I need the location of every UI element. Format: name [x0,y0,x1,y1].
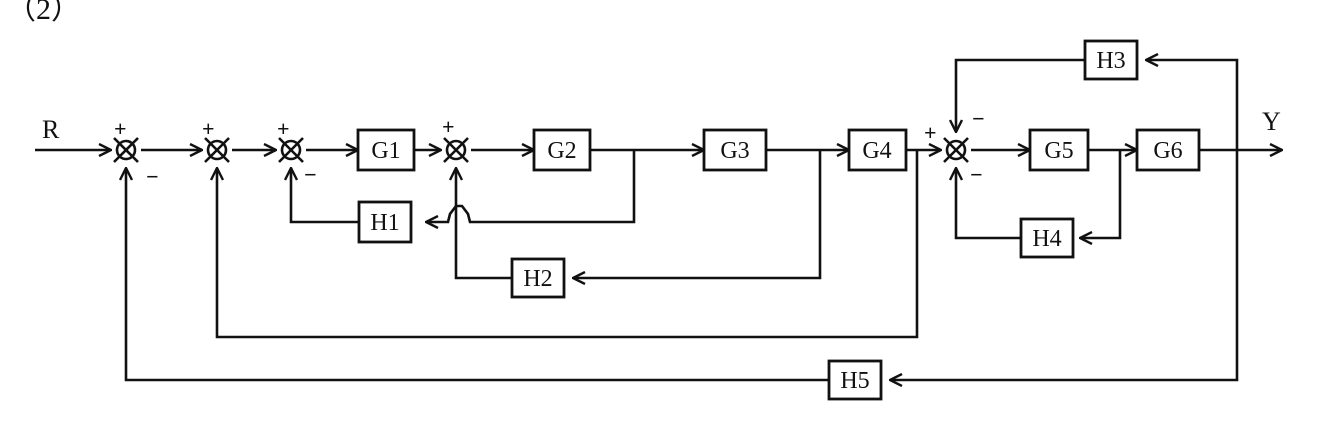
block-g6-label: G6 [1153,138,1182,164]
wire-h4-feedback-out [956,168,1021,240]
block-g3-label: G3 [720,138,749,164]
input-signal-label: R [42,115,60,144]
wire-h3-feedback-in [1146,60,1239,150]
summing-junction-5 [943,137,969,163]
wire-h5-feedback-in [890,150,1239,380]
summing-junction-1 [113,137,139,163]
wire-h2-feedback-in [573,150,822,278]
wire-h1-feedback-in [426,150,636,222]
sign-s3-input: + [277,116,290,141]
block-g6: G6 [1135,128,1201,172]
block-h1-label: H1 [370,210,399,236]
sign-s5-input: + [924,120,937,145]
output-signal-label: Y [1262,107,1281,136]
summing-junction-3 [278,137,304,163]
block-g3: G3 [702,128,768,172]
wire-g4-feedback [217,150,919,339]
block-g5: G5 [1028,128,1090,172]
block-g2: G2 [532,128,592,172]
block-h3-label: H3 [1096,48,1125,74]
block-h5-label: H5 [840,368,869,394]
sign-s5-top: − [972,106,985,131]
wire-h5-feedback-out [126,168,829,382]
sign-s1-input: + [114,116,127,141]
block-g4-label: G4 [862,138,891,164]
block-h1: H1 [357,200,413,244]
wire-h1-feedback-out [291,168,359,224]
wire-h2-feedback-out [456,168,512,280]
block-h3: H3 [1083,39,1139,81]
sign-s4-input: + [442,114,455,139]
block-h4-label: H4 [1032,226,1061,252]
sign-s3-feedback: − [304,162,317,187]
sign-s2-input: + [202,116,215,141]
block-h5: H5 [827,359,883,401]
wire-h3-feedback-out [956,58,1085,132]
sign-s1-feedback: − [146,164,159,189]
block-g1-label: G1 [371,138,400,164]
block-h2: H2 [510,257,566,299]
block-g2-label: G2 [547,138,576,164]
block-h2-label: H2 [523,266,552,292]
problem-number: （2） [6,0,81,26]
block-g1: G1 [356,128,416,172]
summing-junction-2 [204,137,230,163]
block-h4: H4 [1019,217,1075,259]
block-g5-label: G5 [1044,138,1073,164]
sign-s5-bottom: − [970,162,983,187]
block-g4: G4 [847,128,908,172]
wire-h4-feedback-in [1080,150,1122,238]
summing-junction-4 [443,137,469,163]
